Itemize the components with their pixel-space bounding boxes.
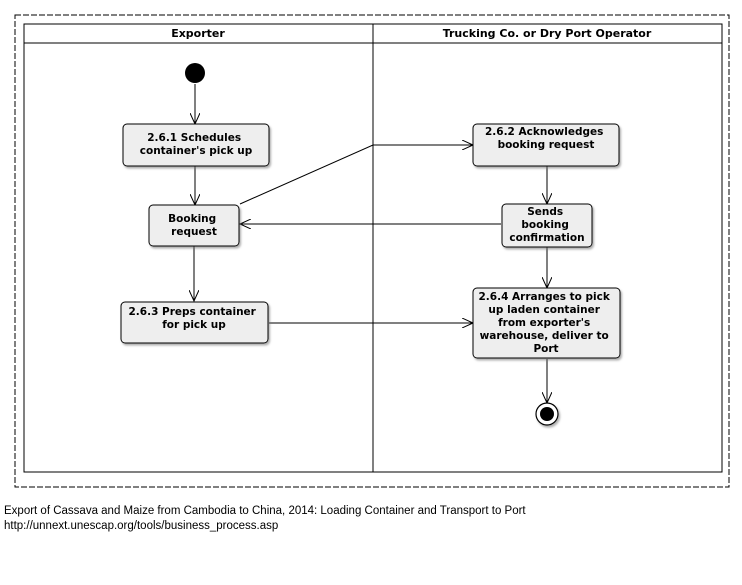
action-schedules: 2.6.1 Schedules container's pick up — [122, 123, 270, 167]
outer-frame — [14, 14, 730, 488]
action-sends-confirmation: Sends booking confirmation — [501, 203, 593, 248]
edge-booking-to-acknowledges — [239, 145, 473, 205]
svg-text:Booking request: Booking request — [168, 213, 220, 238]
activity-diagram: Exporter Trucking Co. or Dry Port Operat… — [14, 14, 730, 488]
svg-text:2.6.2 Acknowledges booki: 2.6.2 Acknowledges booking request — [485, 126, 607, 151]
action-preps-container: 2.6.3 Preps container for pick up — [120, 301, 269, 344]
svg-text:2.6.4 Arranges to pick u: 2.6.4 Arranges to pick up laden containe… — [478, 291, 613, 355]
action-acknowledges: 2.6.2 Acknowledges booking request — [472, 123, 620, 167]
lane-title-exporter: Exporter — [171, 27, 225, 40]
caption-source-url: http://unnext.unescap.org/tools/business… — [4, 520, 279, 532]
action-arranges-pickup: 2.6.4 Arranges to pick up laden containe… — [472, 287, 621, 359]
svg-text:Sends booking conf: Sends booking confirmation — [509, 206, 584, 244]
caption-title: Export of Cassava and Maize from Cambodi… — [4, 505, 526, 517]
action-booking-request: Booking request — [148, 204, 240, 247]
svg-text:2.6.1 Schedules containe: 2.6.1 Schedules container's pick up — [140, 132, 253, 157]
lane-title-trucking: Trucking Co. or Dry Port Operator — [443, 27, 652, 40]
svg-text:2.6.3 Preps container fo: 2.6.3 Preps container for pick up — [128, 306, 259, 331]
final-node — [535, 402, 559, 426]
initial-node — [185, 63, 205, 83]
